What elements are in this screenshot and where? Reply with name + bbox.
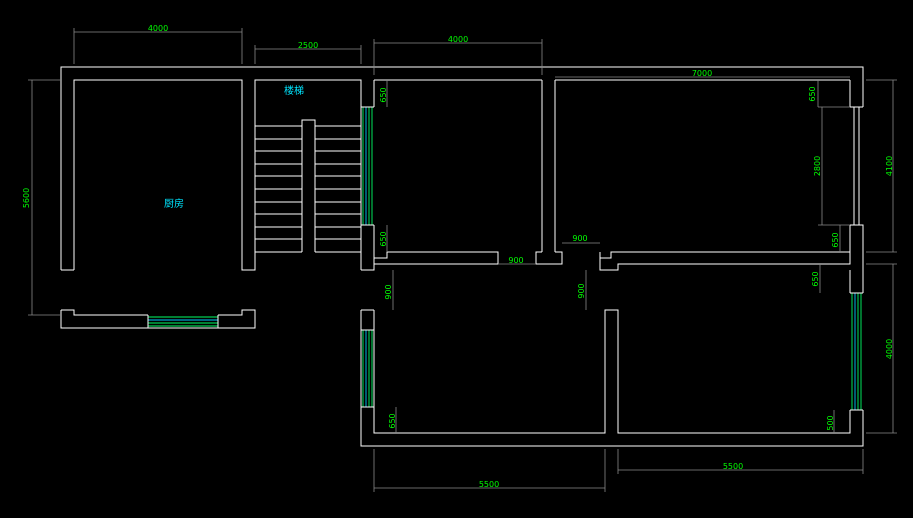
- dim-text-pier-bottom-room: 650: [388, 413, 397, 428]
- bottom-left-inner: [373, 309, 851, 434]
- dim-text-opening-center: 900: [508, 256, 523, 265]
- dim-text-top-room: 4000: [448, 35, 468, 44]
- dimensions: 4000 2500 4000 7000 5600 4100 4000: [22, 24, 897, 492]
- top-wall-outer: [60, 66, 864, 270]
- dim-text-bottom-right: 5500: [723, 462, 743, 471]
- dim-text-opening-center-v: 900: [577, 283, 586, 298]
- room1-bottom: [361, 251, 499, 271]
- stair-center-post: [301, 119, 316, 252]
- room-labels: 厨房 楼梯: [164, 84, 304, 210]
- bottom-left-room: [360, 310, 864, 447]
- room-label-kitchen: 厨房: [164, 197, 184, 210]
- dim-text-bottom-left: 5500: [479, 480, 499, 489]
- room-label-stairs: 楼梯: [284, 84, 304, 97]
- dim-text-opening-left-v: 900: [384, 284, 393, 299]
- dim-text-right-window: 2800: [813, 156, 822, 176]
- staircase: [255, 119, 361, 253]
- dim-text-pier-bottom-left: 650: [379, 231, 388, 246]
- top-wall-inner: [73, 79, 362, 271]
- room2-bottom: [599, 251, 851, 271]
- dim-text-left: 5600: [22, 188, 31, 208]
- dim-text-pier-bottom-right: 500: [826, 415, 835, 430]
- dim-text-right-bottom: 4000: [885, 339, 894, 359]
- dim-text-right-top: 4100: [885, 156, 894, 176]
- stair-treads-right: [315, 125, 361, 253]
- windows: [147, 106, 863, 411]
- room2-right-lower: [850, 224, 864, 293]
- dim-text-pier-top-left: 650: [379, 87, 388, 102]
- dim-text-pier-mid-right: 650: [831, 232, 840, 247]
- dim-text-opening-right: 900: [572, 234, 587, 243]
- dim-text-top-kitchen: 4000: [148, 24, 168, 33]
- dim-text-pier-top-right: 650: [808, 86, 817, 101]
- dim-text-top-stair: 2500: [298, 41, 318, 50]
- dim-text-top-right: 7000: [692, 69, 712, 78]
- walls: [60, 66, 864, 447]
- balcony-inner: [61, 309, 148, 316]
- room1-bottom-right: [535, 251, 563, 265]
- dim-text-pier-lower-right: 650: [811, 271, 820, 286]
- balcony-outer: [60, 309, 256, 329]
- stair-treads-left: [255, 125, 302, 253]
